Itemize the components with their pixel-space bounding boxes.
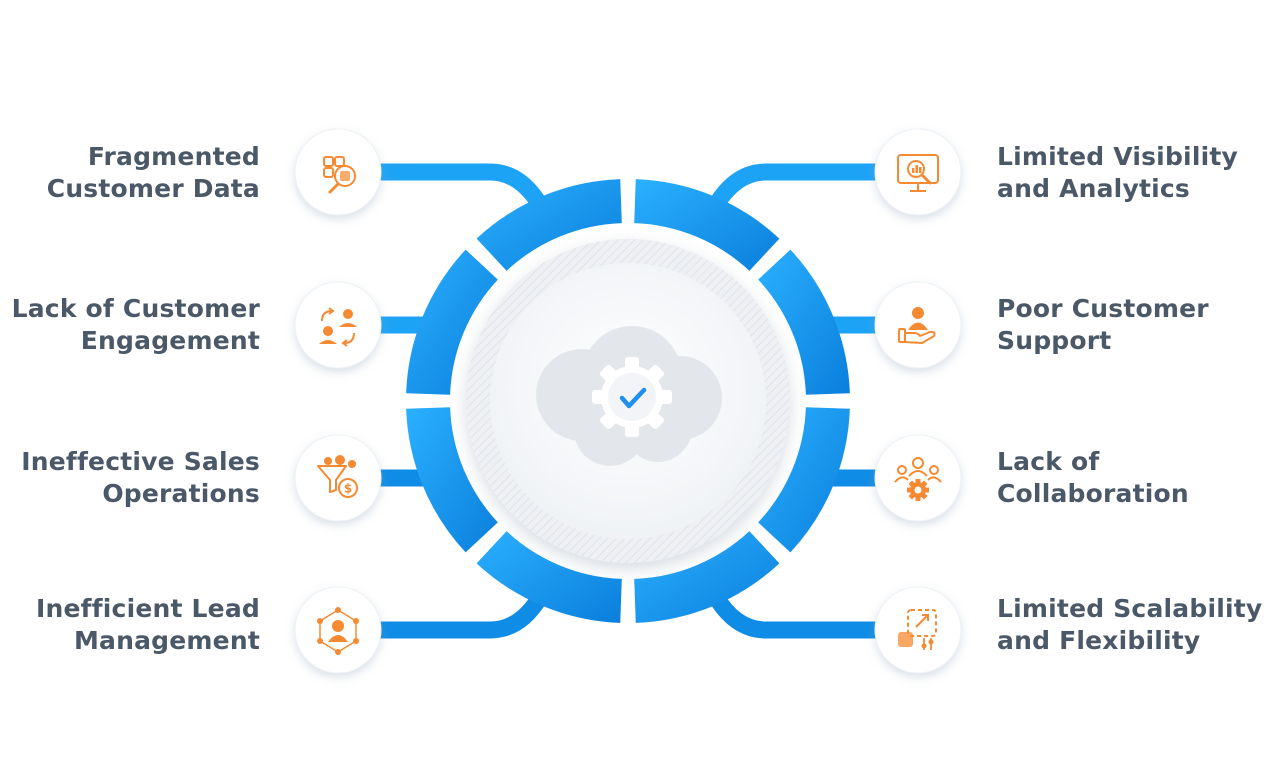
center-disc <box>466 239 790 563</box>
ring-segments <box>406 179 850 623</box>
label-line: Customer Data <box>46 174 260 203</box>
label-line: Support <box>997 326 1112 355</box>
icon-badge <box>874 434 962 522</box>
label-line: and Flexibility <box>997 626 1201 655</box>
ring-segment <box>634 179 780 271</box>
label-fragmented-customer-data: Fragmented Customer Data <box>0 141 260 205</box>
icon-badge <box>294 586 382 674</box>
scalability-icon <box>898 609 937 650</box>
customer-support-icon <box>898 307 936 344</box>
label-poor-customer-support: Poor Customer Support <box>997 293 1267 357</box>
label-limited-scalability-and-flexibility: Limited Scalability and Flexibility <box>997 593 1267 657</box>
label-line: Poor Customer <box>997 294 1209 323</box>
icon-badge: $ <box>294 434 382 522</box>
label-line: Lack of Customer <box>11 294 260 323</box>
label-line: Collaboration <box>997 479 1189 508</box>
label-lack-of-collaboration: Lack of Collaboration <box>997 446 1267 510</box>
label-ineffective-sales-operations: Ineffective Sales Operations <box>0 446 260 510</box>
label-line: Ineffective Sales <box>21 447 260 476</box>
icon-badge <box>874 586 962 674</box>
icon-badge <box>874 281 962 369</box>
label-line: Operations <box>102 479 260 508</box>
label-line: and Analytics <box>997 174 1190 203</box>
icon-badge <box>294 128 382 216</box>
data-search-icon <box>323 156 356 194</box>
cloud-gear-check-icon <box>536 326 722 466</box>
ring-segment <box>406 407 498 553</box>
engagement-exchange-icon <box>319 307 357 347</box>
ring-segment <box>758 407 850 553</box>
lead-network-icon <box>317 607 359 655</box>
label-line: Engagement <box>80 326 260 355</box>
label-line: Limited Scalability <box>997 594 1263 623</box>
sales-funnel-icon: $ <box>317 455 358 498</box>
label-line: Fragmented <box>87 142 260 171</box>
ring-segment <box>406 249 498 395</box>
label-line: Limited Visibility <box>997 142 1239 171</box>
icon-badges: $ <box>294 128 962 674</box>
icon-badge <box>874 128 962 216</box>
label-line: Inefficient Lead <box>35 594 260 623</box>
label-inefficient-lead-management: Inefficient Lead Management <box>0 593 260 657</box>
label-line: Management <box>73 626 260 655</box>
ring-segment <box>634 531 780 623</box>
ring-segment <box>476 531 622 623</box>
analytics-monitor-icon <box>897 154 939 192</box>
icon-badge <box>294 281 382 369</box>
ring-segment <box>758 249 850 395</box>
ring-segment <box>476 179 622 271</box>
label-limited-visibility-and-analytics: Limited Visibility and Analytics <box>997 141 1267 205</box>
svg-text:$: $ <box>344 482 352 496</box>
label-line: Lack of <box>997 447 1100 476</box>
label-lack-of-customer-engagement: Lack of Customer Engagement <box>0 293 260 357</box>
